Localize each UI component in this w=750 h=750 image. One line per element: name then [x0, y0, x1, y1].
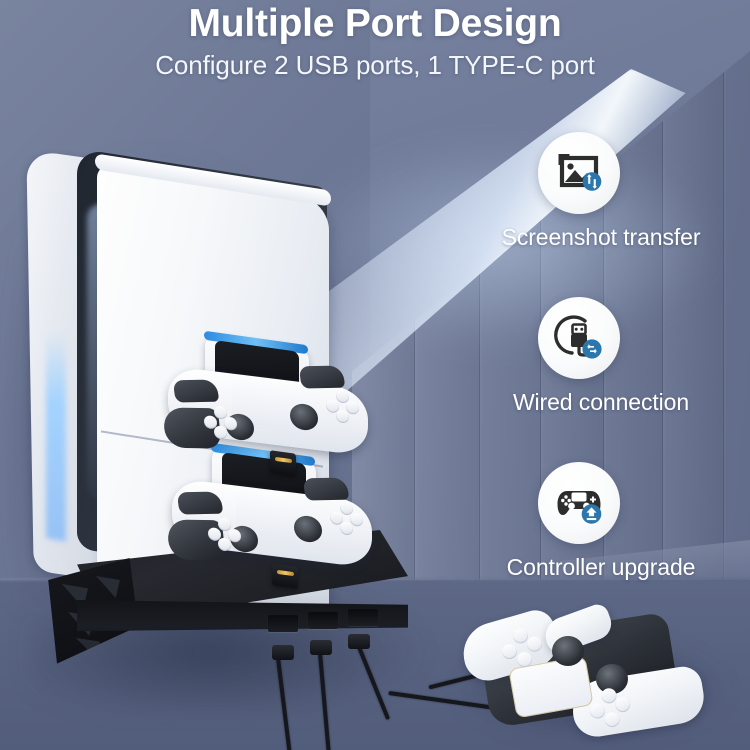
- dualsense-controller-on-desk: [448, 601, 738, 742]
- feature-list: Screenshot transfer: [452, 132, 750, 627]
- console-blue-led: [46, 328, 66, 542]
- controller-right-bumper: [298, 365, 346, 389]
- type-c-connector-bottom: [272, 563, 298, 589]
- controller-left-bumper: [172, 379, 220, 403]
- loose-controller-face-buttons: [500, 626, 547, 673]
- feature-label: Screenshot transfer: [501, 224, 701, 250]
- type-c-port: [348, 609, 378, 626]
- controller-face-buttons: [208, 517, 242, 556]
- cable-plug-1: [272, 645, 294, 660]
- page-subtitle: Configure 2 USB ports, 1 TYPE-C port: [155, 49, 595, 80]
- type-c-connector-top: [270, 450, 296, 476]
- usb-plug-cable-icon: [554, 313, 604, 363]
- gamepad-controller-icon: [553, 477, 605, 529]
- feature-label: Controller upgrade: [506, 554, 696, 580]
- loose-controller-dpad: [588, 687, 635, 733]
- loose-controller-left-stick: [552, 636, 584, 666]
- usb-port-1: [268, 615, 298, 632]
- controller-dpad: [326, 389, 360, 428]
- page-title: Multiple Port Design: [188, 2, 562, 45]
- feature-icon-circle: [538, 297, 620, 379]
- cable-plug-3: [348, 634, 370, 649]
- controller-left-bumper: [176, 491, 224, 515]
- controller-right-bumper: [302, 477, 350, 501]
- photo-frame-icon: [554, 148, 604, 198]
- feature-icon-circle: [538, 132, 620, 214]
- feature-icon-circle: [538, 462, 620, 544]
- controller-dpad: [330, 501, 364, 540]
- controller-face-buttons: [204, 405, 238, 444]
- feature-label: Wired connection: [512, 389, 690, 415]
- feature-item-controller-upgrade: Controller upgrade: [452, 462, 750, 627]
- header-block: Multiple Port Design Configure 2 USB por…: [0, 2, 750, 81]
- usb-port-2: [308, 612, 338, 629]
- feature-item-wired-connection: Wired connection: [452, 297, 750, 462]
- feature-item-screenshot-transfer: Screenshot transfer: [452, 132, 750, 297]
- cable-plug-2: [310, 640, 332, 655]
